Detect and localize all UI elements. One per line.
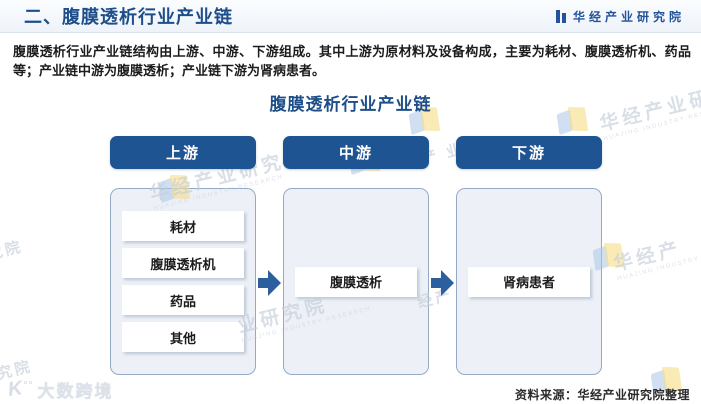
column-header-upstream: 上游 <box>110 136 256 169</box>
institute-logo: 华经产业研究院 <box>555 8 685 25</box>
midstream-panel: 腹膜透析 <box>283 188 429 375</box>
downstream-panel: 肾病患者 <box>456 188 602 375</box>
header-bar: 二、腹膜透析行业产业链 华经产业研究院 <box>0 0 701 33</box>
corner-logo-text: 大数跨境 <box>37 382 114 401</box>
source-note: 资料来源：华经产业研究院整理 <box>514 388 690 402</box>
watermark-text: 华经产 HUAJING INDUSTRY RESEARCH <box>611 238 701 283</box>
logo-text: 华经产业研究院 <box>572 9 685 24</box>
upstream-panel: 耗材 腹膜透析机 药品 其他 <box>110 188 256 375</box>
corner-logo-icon-dots: °° <box>23 380 34 391</box>
upstream-item: 耗材 <box>122 211 244 241</box>
logo-bars-icon <box>555 9 566 23</box>
flow-arrow-right-icon <box>431 270 454 296</box>
page-title: 二、腹膜透析行业产业链 <box>24 7 233 27</box>
watermark-corner-logo: K °° 大数跨境 <box>6 377 114 402</box>
downstream-item: 肾病患者 <box>468 266 590 297</box>
flow-arrow-right-icon <box>258 270 281 296</box>
corner-logo-icon: K <box>6 377 24 401</box>
figure-title: 腹膜透析行业产业链 <box>269 95 432 114</box>
upstream-item: 其他 <box>122 322 244 352</box>
upstream-item: 腹膜透析机 <box>122 248 244 278</box>
upstream-item: 药品 <box>122 285 244 315</box>
watermark-text: 究院 <box>0 238 25 264</box>
intro-paragraph: 腹膜透析行业产业链结构由上游、中游、下游组成。其中上游为原材料及设备构成，主要为… <box>13 44 691 78</box>
column-header-midstream: 中游 <box>283 136 429 169</box>
midstream-item: 腹膜透析 <box>295 266 417 297</box>
column-header-downstream: 下游 <box>456 136 602 169</box>
